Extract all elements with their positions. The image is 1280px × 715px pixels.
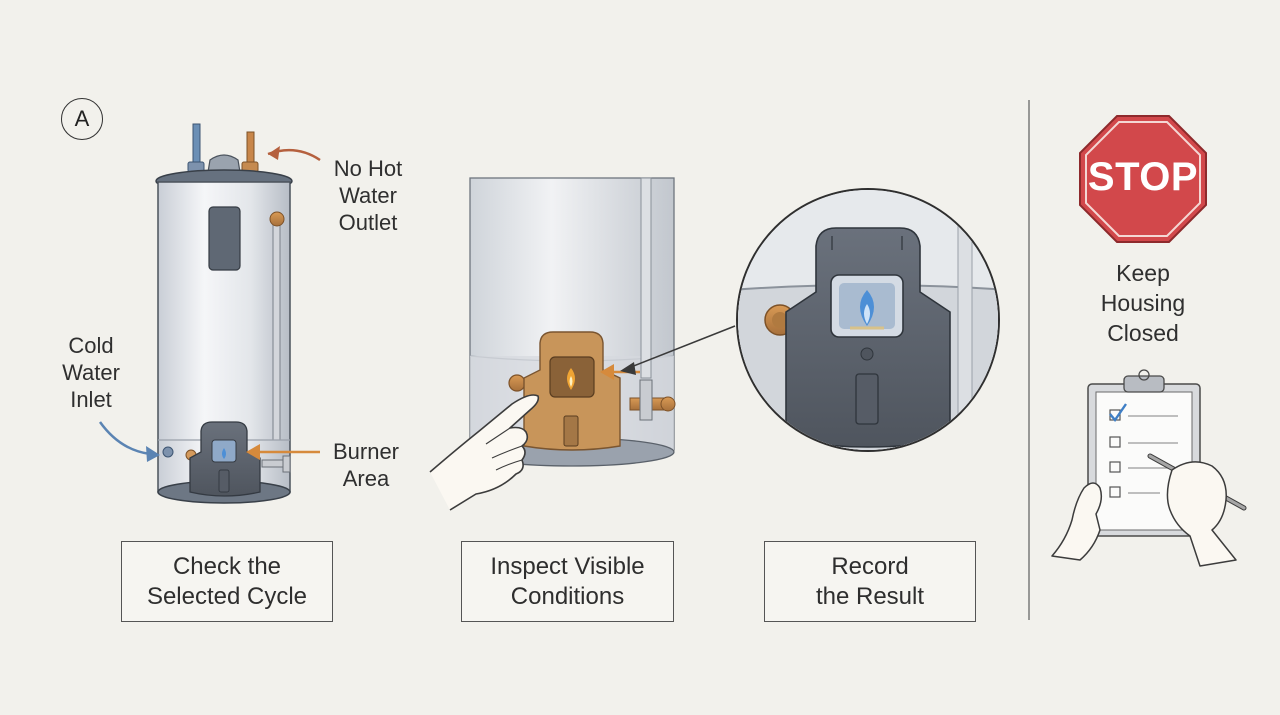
pointing-hand-icon <box>429 394 540 511</box>
keep-housing-closed-text: Keep Housing Closed <box>1100 260 1186 346</box>
cold-inlet-arrow <box>98 421 160 462</box>
callout-hot-water-outlet: No Hot Water Outlet <box>333 156 403 235</box>
magnifier-circle-icon <box>736 188 1000 452</box>
step-check-cycle: Check the Selected Cycle <box>121 541 333 622</box>
clipboard-checklist-icon <box>1051 369 1247 567</box>
water-heater-icon <box>155 123 293 504</box>
stop-sign-icon <box>1079 115 1207 243</box>
burner-arrow <box>246 444 320 460</box>
magnifier-pointer <box>620 325 736 375</box>
hot-outlet-arrow <box>267 146 321 162</box>
stop-sign-text: STOP <box>1087 155 1199 199</box>
step-record-result: Record the Result <box>764 541 976 622</box>
callout-cold-water-inlet: Cold Water Inlet <box>62 333 120 412</box>
callout-burner-area: Burner Area <box>332 439 400 491</box>
step-inspect-conditions: Inspect Visible Conditions <box>461 541 674 622</box>
panel-label-a: A <box>61 98 103 140</box>
